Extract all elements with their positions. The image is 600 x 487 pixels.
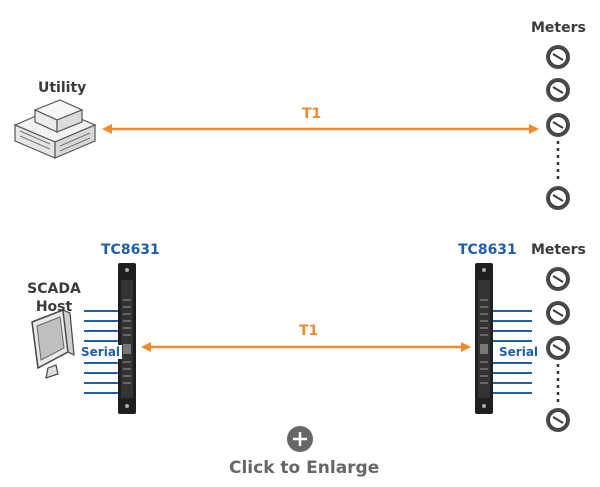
right-device-label: TC8631	[458, 242, 517, 258]
right-serial-lines	[493, 310, 532, 394]
meter-icon	[545, 44, 571, 70]
meter-icon	[545, 266, 571, 292]
scada-host-monitor-icon	[31, 308, 75, 379]
meter-icon	[545, 185, 571, 211]
meter-icon	[545, 300, 571, 326]
top-meters-label: Meters	[531, 20, 586, 36]
bottom-meters-label: Meters	[531, 242, 586, 258]
meter-icon	[545, 335, 571, 361]
scada-host-label: SCADA Host	[24, 280, 84, 316]
scada-host-label-line2: Host	[35, 299, 73, 315]
meter-icon	[545, 77, 571, 103]
meter-icon	[545, 407, 571, 433]
utility-building-icon	[13, 99, 97, 159]
left-serial-label: Serial	[79, 345, 123, 359]
right-tc8631-device-icon	[475, 263, 493, 414]
left-serial-lines	[84, 310, 118, 394]
right-serial-label: Serial	[497, 345, 541, 359]
click-to-enlarge-link[interactable]: Click to Enlarge	[229, 458, 380, 478]
meter-icon	[545, 112, 571, 138]
left-tc8631-device-icon	[118, 263, 136, 414]
top-t1-label: T1	[302, 106, 322, 122]
left-device-label: TC8631	[101, 242, 160, 258]
bottom-t1-label: T1	[299, 323, 319, 339]
plus-circle-icon[interactable]	[287, 426, 313, 452]
bottom-meters-column	[545, 266, 571, 433]
utility-label: Utility	[38, 80, 87, 96]
scada-host-label-line1: SCADA	[27, 281, 81, 297]
top-meters-column	[545, 44, 571, 211]
